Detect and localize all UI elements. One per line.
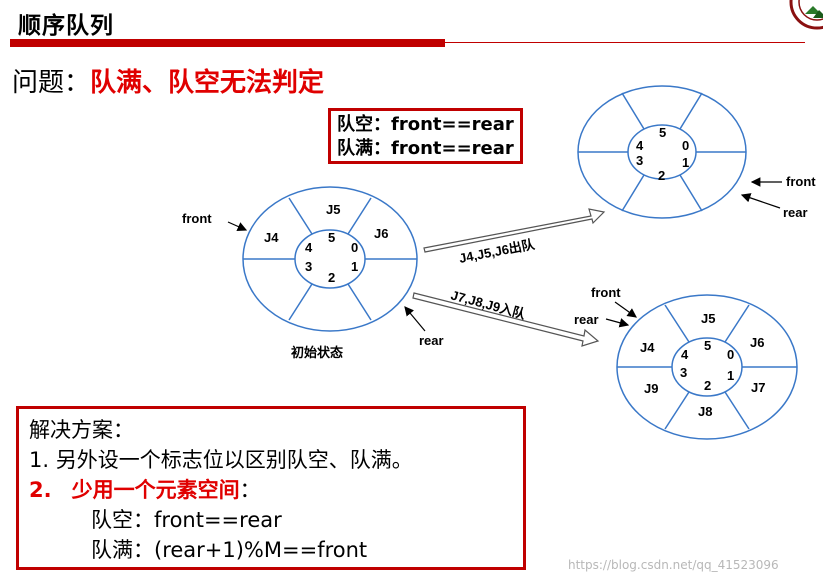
watermark: https://blog.csdn.net/qq_41523096 [568,558,779,572]
label-front-initial: front [182,211,212,226]
title-underline-bar [10,39,445,47]
solution-item-1: 1. 另外设一个标志位以区别队空、队满。 [29,448,413,472]
slot-init-j6: J6 [374,226,388,241]
ring-initial [242,186,418,332]
title-thin-line [445,42,805,43]
enqueue-arrow [412,292,600,347]
idx-init-1: 1 [351,259,358,274]
solution-box: 解决方案： 1. 另外设一个标志位以区别队空、队满。 2. 少用一个元素空间： … [16,406,526,570]
idx-empty-1: 1 [682,155,689,170]
solution-heading: 解决方案： [29,418,134,442]
condition-empty: 队空：front==rear [337,114,514,135]
idx-full-0: 0 [727,347,734,362]
initial-state-caption: 初始状态 [291,345,343,360]
university-logo [789,0,823,30]
rear-pointer-initial [404,306,426,332]
idx-init-5: 5 [328,230,335,245]
idx-init-4: 4 [305,240,313,255]
idx-init-0: 0 [351,240,358,255]
front-pointer-initial [227,221,248,231]
idx-full-3: 3 [680,365,687,380]
rear-pointer-full [605,318,630,328]
idx-empty-4: 4 [636,138,644,153]
ring-empty [577,85,747,219]
label-rear-full: rear [574,312,599,327]
front-pointer-full [614,301,637,318]
slot-full-j4: J4 [640,340,655,355]
slot-full-j7: J7 [751,380,765,395]
rear-pointer-empty [740,193,781,209]
slot-init-j4: J4 [264,230,279,245]
problem-statement: 问题：队满、队空无法判定 [12,62,324,99]
solution-full-condition: 队满：(rear+1)%M==front [91,538,368,562]
idx-full-4: 4 [681,347,689,362]
solution-item-2: 2. 少用一个元素空间： [29,475,513,505]
idx-empty-5: 5 [659,125,666,140]
solution-item-2-colon: ： [239,478,261,502]
slot-init-j5: J5 [326,202,340,217]
label-rear-empty: rear [783,205,808,220]
idx-full-5: 5 [704,338,711,353]
ring-full [616,294,798,440]
idx-full-2: 2 [704,378,711,393]
slot-full-j6: J6 [750,335,764,350]
solution-item-2-text: 少用一个元素空间 [71,478,240,502]
label-front-full: front [591,285,621,300]
idx-init-3: 3 [305,259,312,274]
slot-full-j8: J8 [698,404,712,419]
idx-empty-2: 2 [658,168,665,183]
label-rear-initial: rear [419,333,444,348]
condition-box: 队空：front==rear 队满：front==rear [328,108,523,164]
dequeue-arrow [423,208,606,253]
condition-full: 队满：front==rear [337,138,514,159]
page-title: 顺序队列 [18,13,114,39]
slot-full-j5: J5 [701,311,715,326]
label-front-empty: front [786,174,816,189]
solution-item-2-number: 2. [29,478,52,502]
solution-empty-condition: 队空：front==rear [91,508,282,532]
idx-init-2: 2 [328,270,335,285]
idx-empty-3: 3 [636,153,643,168]
problem-label: 问题： [12,68,91,98]
slot-full-j9: J9 [644,381,658,396]
problem-text: 队满、队空无法判定 [90,68,325,98]
idx-empty-0: 0 [682,138,689,153]
idx-full-1: 1 [727,368,734,383]
